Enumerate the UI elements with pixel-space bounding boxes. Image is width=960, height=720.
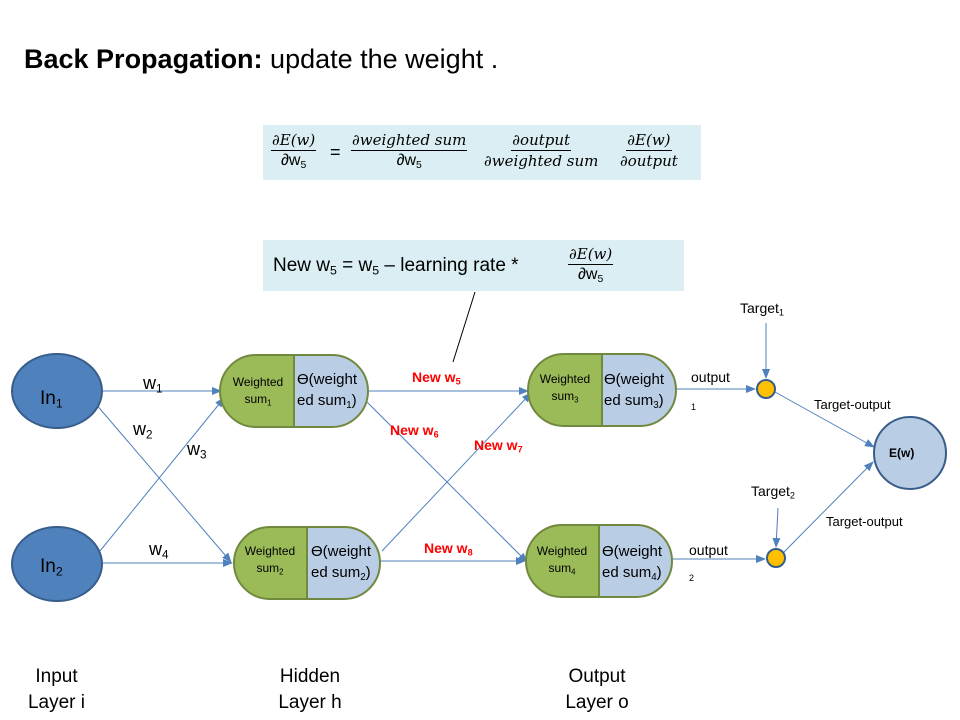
arrow-w7: [381, 392, 532, 552]
new-weight-label-w7: New w7: [474, 437, 523, 455]
weight-label-w4: w4: [149, 539, 169, 562]
formula-lhs: ∂E(w) ∂w5: [271, 131, 317, 172]
output-1-label: output: [691, 369, 730, 385]
weight-update-rule: New w5 = w5 – learning rate * ∂E(w) ∂w5: [263, 240, 684, 291]
junction-2: [766, 548, 786, 568]
callout-line: [452, 291, 476, 363]
hidden-2-weighted-sum: Weighted sum2: [244, 544, 296, 577]
arrow-w2: [94, 402, 232, 563]
output-2-index: 2: [689, 573, 695, 583]
error-node: [873, 416, 947, 490]
output-2-weighted-sum: Weighted sum4: [536, 544, 588, 577]
input-node-2-label: In2: [40, 556, 63, 579]
chain-rule-formula: ∂E(w) ∂w5 = ∂weighted sum ∂w5 ∂output ∂w…: [263, 125, 701, 180]
arrow-target-2: [772, 507, 781, 548]
hidden-1-weighted-sum: Weighted sum1: [232, 375, 284, 408]
equals-sign: =: [330, 142, 341, 162]
weight-label-w2: w2: [133, 419, 153, 442]
arrow-w6: [365, 400, 528, 563]
input-node-1: [11, 353, 103, 429]
weight-label-w1: w1: [143, 373, 163, 396]
input-node-1-label: In1: [40, 388, 63, 411]
hidden-neuron-1: [219, 354, 369, 428]
target-2-label: Target2: [751, 483, 795, 501]
output-neuron-2: [525, 524, 673, 598]
output-2-label: output: [689, 542, 728, 558]
output-1-weighted-sum: Weighted sum3: [539, 372, 591, 405]
formula-term-3: ∂E(w) ∂output: [620, 131, 678, 170]
input-node-2: [11, 526, 103, 602]
update-rule-text: New w5 = w5 – learning rate *: [273, 255, 519, 278]
new-weight-label-w5: New w5: [412, 369, 461, 387]
page-title: Back Propagation: update the weight .: [24, 44, 499, 74]
formula-term-1: ∂weighted sum ∂w5: [351, 131, 468, 172]
arrow-junction-2-error: [783, 461, 874, 553]
arrow-w3: [99, 397, 225, 552]
output-neuron-1: [527, 353, 677, 427]
output-1-index: 1: [691, 402, 697, 412]
new-weight-label-w8: New w8: [424, 540, 473, 558]
weight-label-w3: w3: [187, 439, 207, 462]
error-node-label: E(w): [889, 446, 915, 460]
target-output-label-1: Target-output: [814, 397, 891, 412]
new-weight-label-w6: New w6: [390, 422, 439, 440]
update-rule-fraction: ∂E(w) ∂w5: [568, 245, 614, 286]
formula-term-2: ∂output ∂weighted sum: [484, 131, 599, 170]
target-output-label-2: Target-output: [826, 514, 903, 529]
arrow-junction-1-error: [774, 391, 875, 448]
hidden-neuron-2: [233, 526, 381, 600]
junction-1: [756, 379, 776, 399]
target-1-label: Target1: [740, 300, 784, 318]
